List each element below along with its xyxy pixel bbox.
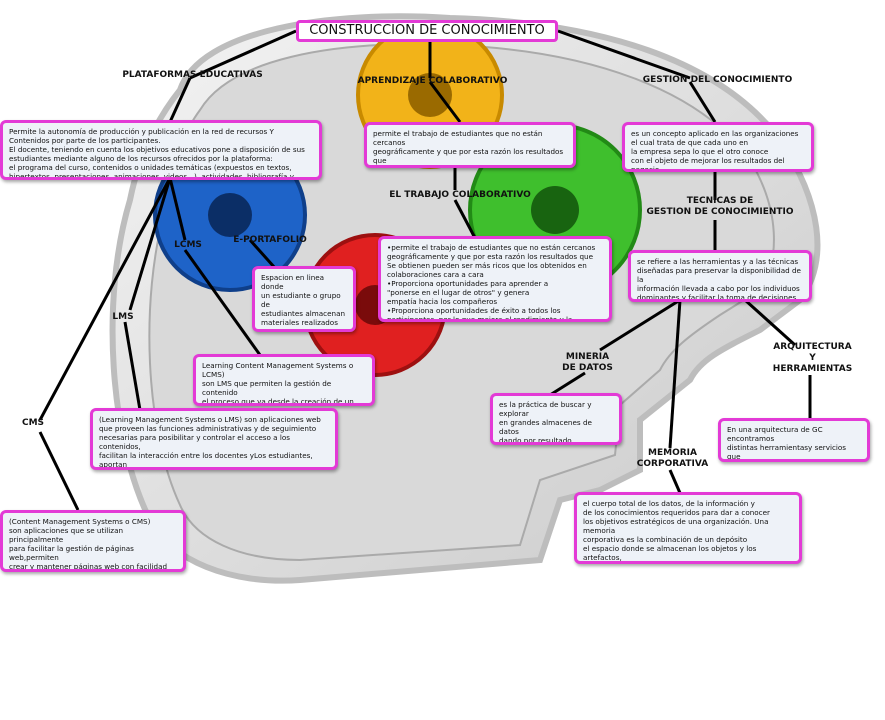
label-e-portafolio: E-PORTAFOLIO <box>233 235 307 245</box>
box-gestion-conocimiento: es un concepto aplicado en las organizac… <box>622 122 814 172</box>
label-lms: LMS <box>112 312 134 322</box>
box-plataformas-educativas: Permite la autonomía de producción y pub… <box>0 120 322 180</box>
box-trabajo-colaborativo: •permite el trabajo de estudiantes que n… <box>378 236 612 322</box>
label-aprendizaje-colaborativo: APRENDIZAJE COLABORATIVO <box>357 76 508 86</box>
label-memoria-corporativa: MEMORIA CORPORATIVA <box>636 448 709 469</box>
label-mineria-datos: MINERIA DE DATOS <box>562 352 613 373</box>
map-title: CONSTRUCCION DE CONOCIMIENTO <box>296 20 558 42</box>
box-lms: (Learning Management Systems o LMS) son … <box>90 408 338 470</box>
box-e-portafolio: Espacion en linea donde un estudiante o … <box>252 266 356 332</box>
box-mineria-datos: es la práctica de buscar y explorar en g… <box>490 393 622 445</box>
label-plataformas-educativas: PLATAFORMAS EDUCATIVAS <box>122 70 263 80</box>
label-gestion-conocimiento: GESTION DEL CONOCIMIENTO <box>642 75 793 85</box>
label-tecnicas-gestion: TECNICAS DE GESTION DE CONOCIMIENTIO <box>646 196 794 217</box>
box-cms: (Content Management Systems o CMS) son a… <box>0 510 186 572</box>
label-trabajo-colaborativo: EL TRABAJO COLABORATIVO <box>389 190 531 200</box>
box-arquitectura-herramientas: En una arquitectura de GC encontramos di… <box>718 418 870 462</box>
label-lcms: LCMS <box>174 240 202 250</box>
box-memoria-corporativa: el cuerpo total de los datos, de la info… <box>574 492 802 564</box>
label-cms: CMS <box>21 418 45 428</box>
box-tecnicas-gestion: se refiere a las herramientas y a las té… <box>628 250 812 302</box>
label-arquitectura-herramientas: ARQUITECTURA Y HERRAMIENTAS <box>772 342 853 374</box>
box-aprendizaje-colaborativo: permite el trabajo de estudiantes que no… <box>364 122 576 168</box>
box-lcms: Learning Content Management Systems o LC… <box>193 354 375 406</box>
connector-lines <box>38 29 812 511</box>
